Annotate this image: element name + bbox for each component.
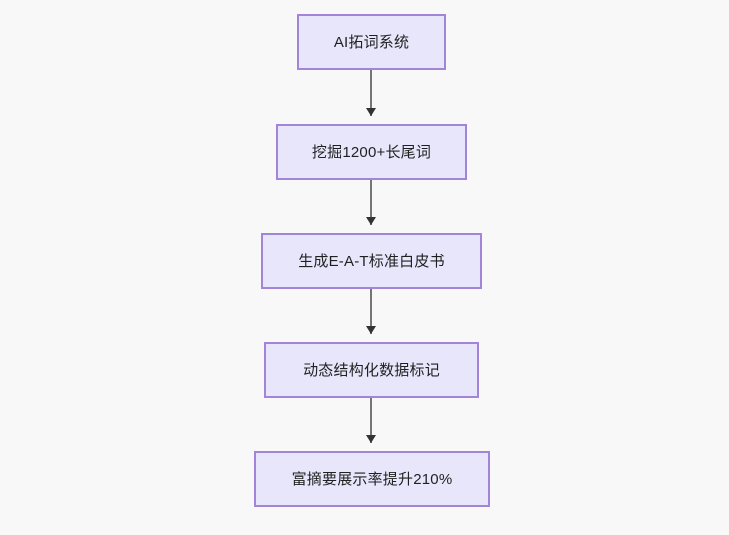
flow-arrowhead-2 (366, 217, 376, 225)
flow-node-longtail-keywords[interactable]: 挖掘1200+长尾词 (276, 124, 467, 180)
flow-connector-4 (370, 398, 372, 443)
flow-connector-3 (370, 289, 372, 334)
flow-node-label: AI拓词系统 (333, 33, 410, 51)
flow-node-rich-snippet-result[interactable]: 富摘要展示率提升210% (254, 451, 490, 507)
flow-node-label: 生成E-A-T标准白皮书 (298, 252, 445, 270)
flow-node-eat-whitepaper[interactable]: 生成E-A-T标准白皮书 (261, 233, 482, 289)
flow-arrowhead-3 (366, 326, 376, 334)
flow-arrowhead-1 (366, 108, 376, 116)
flow-node-label: 挖掘1200+长尾词 (311, 143, 432, 161)
flow-node-label: 富摘要展示率提升210% (291, 470, 453, 488)
flow-connector-1 (370, 70, 372, 116)
flow-connector-2 (370, 180, 372, 225)
flow-node-label: 动态结构化数据标记 (303, 361, 440, 379)
flow-node-ai-keyword-system[interactable]: AI拓词系统 (297, 14, 446, 70)
flow-node-structured-data-markup[interactable]: 动态结构化数据标记 (264, 342, 479, 398)
flow-arrowhead-4 (366, 435, 376, 443)
